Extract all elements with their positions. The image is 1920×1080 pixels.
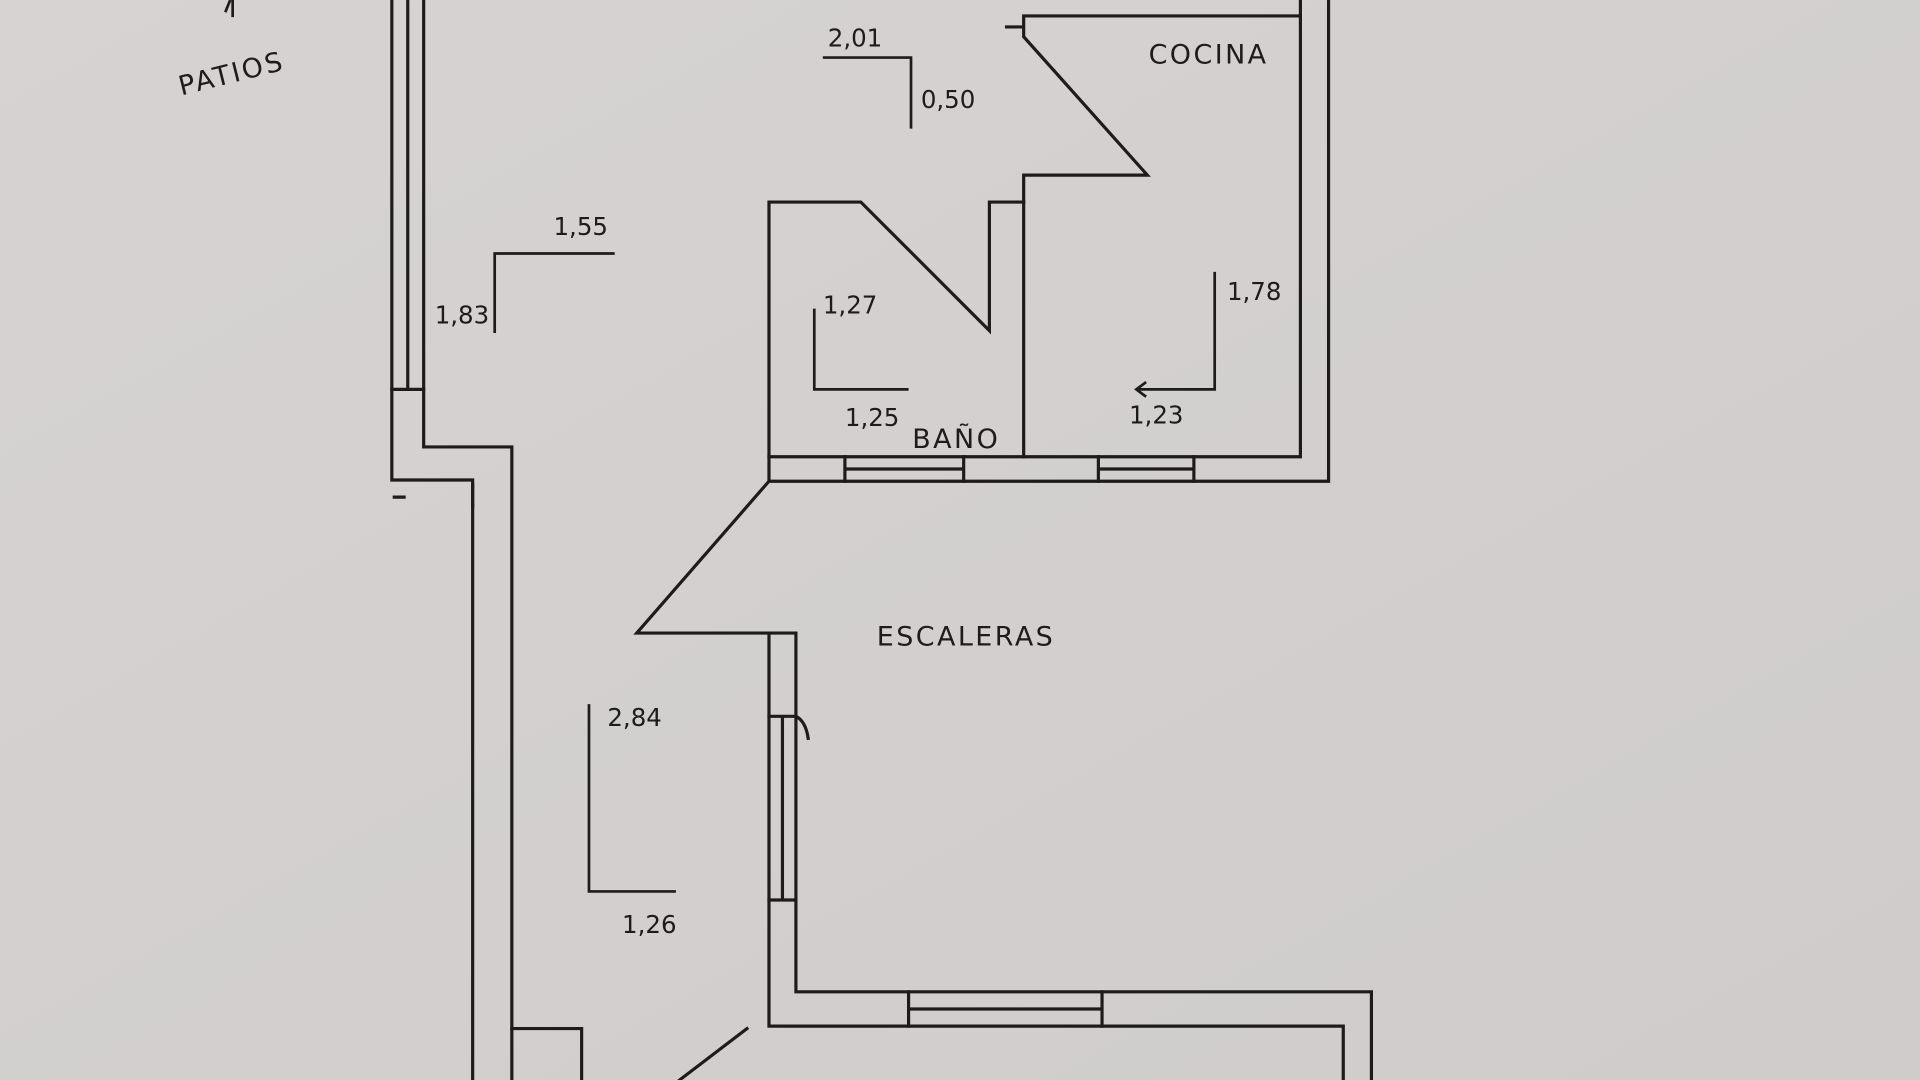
dim-entry-depth: 0,50 xyxy=(921,85,975,114)
dim-entry-width: 2,01 xyxy=(828,24,882,53)
dim-bano-width: 1,25 xyxy=(845,403,899,432)
label-cocina: COCINA xyxy=(1149,40,1269,71)
label-bano: BAÑO xyxy=(912,423,1000,455)
label-escaleras: ESCALERAS xyxy=(877,621,1055,652)
dimension-lines xyxy=(493,56,1217,893)
dim-corridor-width: 1,26 xyxy=(622,910,676,939)
walls xyxy=(390,0,1374,1080)
dim-cocina-width: 1,23 xyxy=(1129,401,1183,430)
arrow-mark xyxy=(224,0,234,18)
dim-hall-width: 1,55 xyxy=(553,212,607,241)
dim-corridor-length: 2,84 xyxy=(607,703,661,732)
dim-bano-depth: 1,27 xyxy=(823,290,877,319)
dim-hall-depth: 1,83 xyxy=(435,300,489,329)
dim-cocina-depth: 1,78 xyxy=(1227,277,1281,306)
